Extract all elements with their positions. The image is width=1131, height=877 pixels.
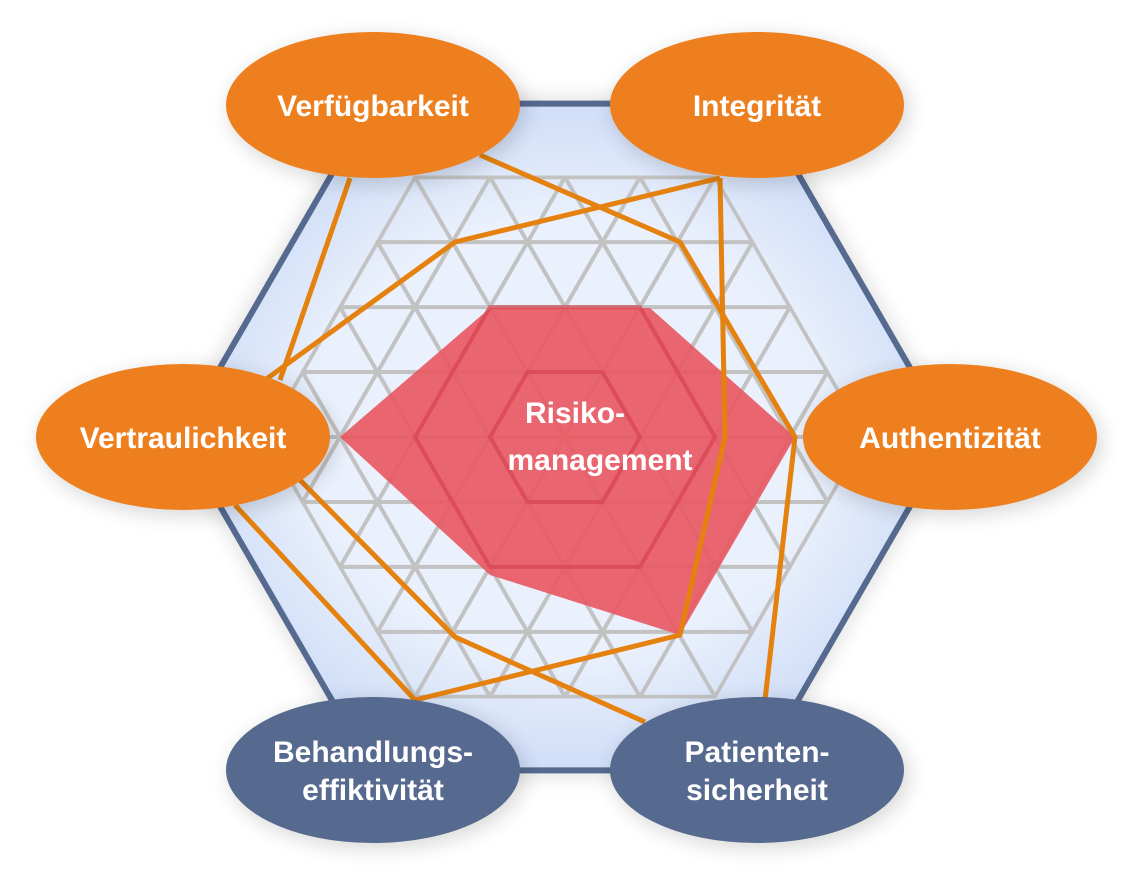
node-label: Authentizität [859, 422, 1041, 455]
connection-line [233, 177, 728, 703]
connection-lines [233, 152, 798, 725]
risk-polygon [340, 308, 795, 635]
node-ellipse [610, 697, 904, 843]
risk-inner-grid [412, 305, 718, 569]
inner-ring [412, 305, 718, 569]
node-label: Vertraulichkeit [80, 422, 287, 455]
center-label-line2: management [507, 444, 692, 477]
node-vertraulichkeit: Vertraulichkeit [36, 364, 335, 516]
node-patientensicherheit: Patienten-sicherheit [610, 697, 909, 849]
node-label: Patienten- [684, 736, 829, 769]
node-ellipse [226, 32, 520, 178]
connection-line [263, 175, 721, 383]
node-label: Verfügbarkeit [277, 90, 469, 123]
node-label: Integrität [693, 90, 821, 123]
node-label: Behandlungs- [273, 736, 473, 769]
inner-ring [487, 370, 643, 504]
node-ellipse [803, 364, 1097, 510]
node-behandlungseffektivitaet: Behandlungs-effiktivität [226, 697, 525, 849]
node-ellipse [610, 32, 904, 178]
node-ellipse [36, 364, 330, 510]
connection-line [479, 152, 798, 701]
node-verfuegbarkeit: Verfügbarkeit [226, 32, 525, 184]
node-ellipse [226, 697, 520, 843]
connection-line [277, 177, 353, 381]
node-label: effiktivität [302, 774, 444, 807]
node-label: sicherheit [686, 774, 828, 807]
node-authentizitaet: Authentizität [803, 364, 1102, 516]
center-label-line1: Risiko- [525, 397, 625, 430]
connection-line [298, 478, 647, 725]
node-integritaet: Integrität [610, 32, 909, 184]
